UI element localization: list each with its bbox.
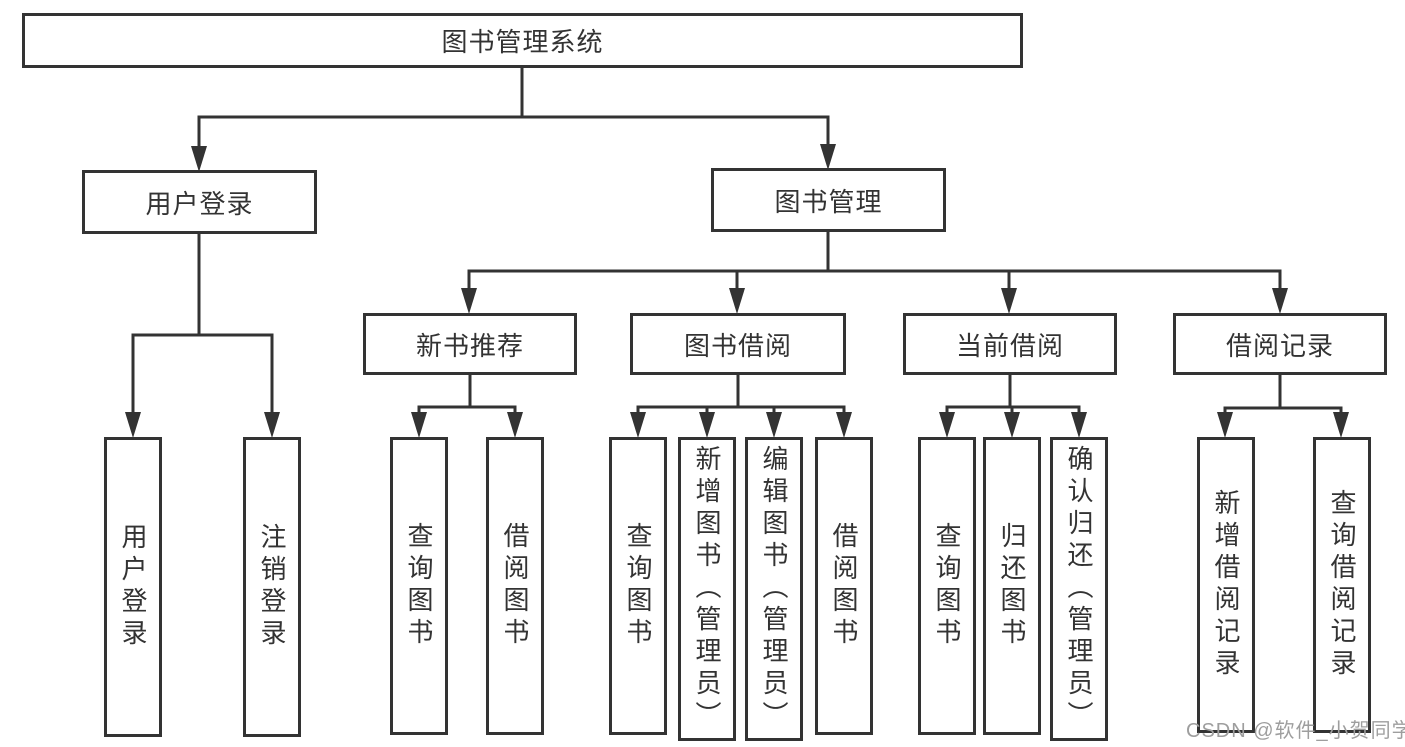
arrowhead (766, 412, 782, 438)
node-label: 借阅图书 (829, 522, 859, 650)
arrowhead (630, 412, 646, 438)
leaf-query-books-borrowing: 查询图书 (609, 437, 667, 735)
connector-root-to-level2 (191, 68, 836, 172)
arrowhead (699, 412, 715, 438)
leaf-user-login: 用户登录 (104, 437, 162, 737)
arrowhead (461, 288, 477, 314)
node-label: 查询图书 (623, 522, 653, 650)
connector-borrowrecords-to-leaves (1217, 374, 1349, 438)
node-label: 当前借阅 (955, 330, 1064, 361)
leaf-add-books-admin: 新增图书（管理员） (678, 437, 736, 741)
node-label: 查询图书 (932, 522, 962, 650)
arrowhead (1004, 412, 1020, 438)
node-label: 用户登录 (145, 188, 254, 219)
node-book-management: 图书管理 (711, 168, 946, 232)
leaf-add-borrow-record: 新增借阅记录 (1197, 437, 1255, 733)
connector-bookmgmt-to-level3 (461, 232, 1288, 314)
node-label: 确认归还（管理员） (1064, 445, 1094, 733)
node-label: 查询借阅记录 (1327, 489, 1357, 681)
leaf-query-books-recommend: 查询图书 (390, 437, 448, 735)
node-label: 借阅图书 (500, 522, 530, 650)
connector-bookborrow-to-leaves (630, 374, 852, 438)
node-label: 查询图书 (404, 522, 434, 650)
leaf-edit-books-admin: 编辑图书（管理员） (745, 437, 803, 741)
arrowhead (191, 146, 207, 172)
leaf-borrow-books-recommend: 借阅图书 (486, 437, 544, 735)
node-label: 用户登录 (118, 523, 148, 651)
node-label: 新增借阅记录 (1211, 489, 1241, 681)
arrowhead (1001, 288, 1017, 314)
connector-currentborrow-to-leaves (939, 374, 1087, 438)
arrowhead (1272, 288, 1288, 314)
connector-userlogin-to-leaves (125, 234, 280, 438)
node-label: 注销登录 (257, 523, 287, 651)
arrowhead (939, 412, 955, 438)
leaf-borrow-books: 借阅图书 (815, 437, 873, 735)
node-label: 图书借阅 (683, 330, 792, 361)
arrowhead (836, 412, 852, 438)
node-book-borrowing: 图书借阅 (630, 313, 846, 375)
leaf-query-books-current: 查询图书 (918, 437, 976, 735)
leaf-query-borrow-record: 查询借阅记录 (1313, 437, 1371, 733)
leaf-logout: 注销登录 (243, 437, 301, 737)
arrowhead (507, 412, 523, 438)
node-new-book-recommendation: 新书推荐 (363, 313, 577, 375)
node-label: 新书推荐 (415, 330, 524, 361)
arrowhead (264, 412, 280, 438)
node-library-management-system: 图书管理系统 (22, 13, 1023, 68)
node-label: 图书管理 (774, 186, 883, 217)
arrowhead (729, 288, 745, 314)
connector-newbook-to-leaves (411, 374, 523, 438)
node-label: 借阅记录 (1225, 330, 1334, 361)
arrowhead (1071, 412, 1087, 438)
node-user-login-branch: 用户登录 (82, 170, 317, 234)
arrowhead (1333, 412, 1349, 438)
arrowhead (820, 144, 836, 170)
arrowhead (1217, 412, 1233, 438)
csdn-watermark: CSDN @软件_小贺同学 (1186, 720, 1405, 742)
arrowhead (411, 412, 427, 438)
node-borrowing-records: 借阅记录 (1173, 313, 1387, 375)
node-label: 新增图书（管理员） (692, 445, 722, 733)
leaf-return-books: 归还图书 (983, 437, 1041, 735)
leaf-confirm-return-admin: 确认归还（管理员） (1050, 437, 1108, 741)
node-label: 图书管理系统 (441, 27, 604, 57)
node-label: 归还图书 (997, 522, 1027, 650)
node-current-borrowing: 当前借阅 (903, 313, 1117, 375)
arrowhead (125, 412, 141, 438)
node-label: 编辑图书（管理员） (759, 445, 789, 733)
